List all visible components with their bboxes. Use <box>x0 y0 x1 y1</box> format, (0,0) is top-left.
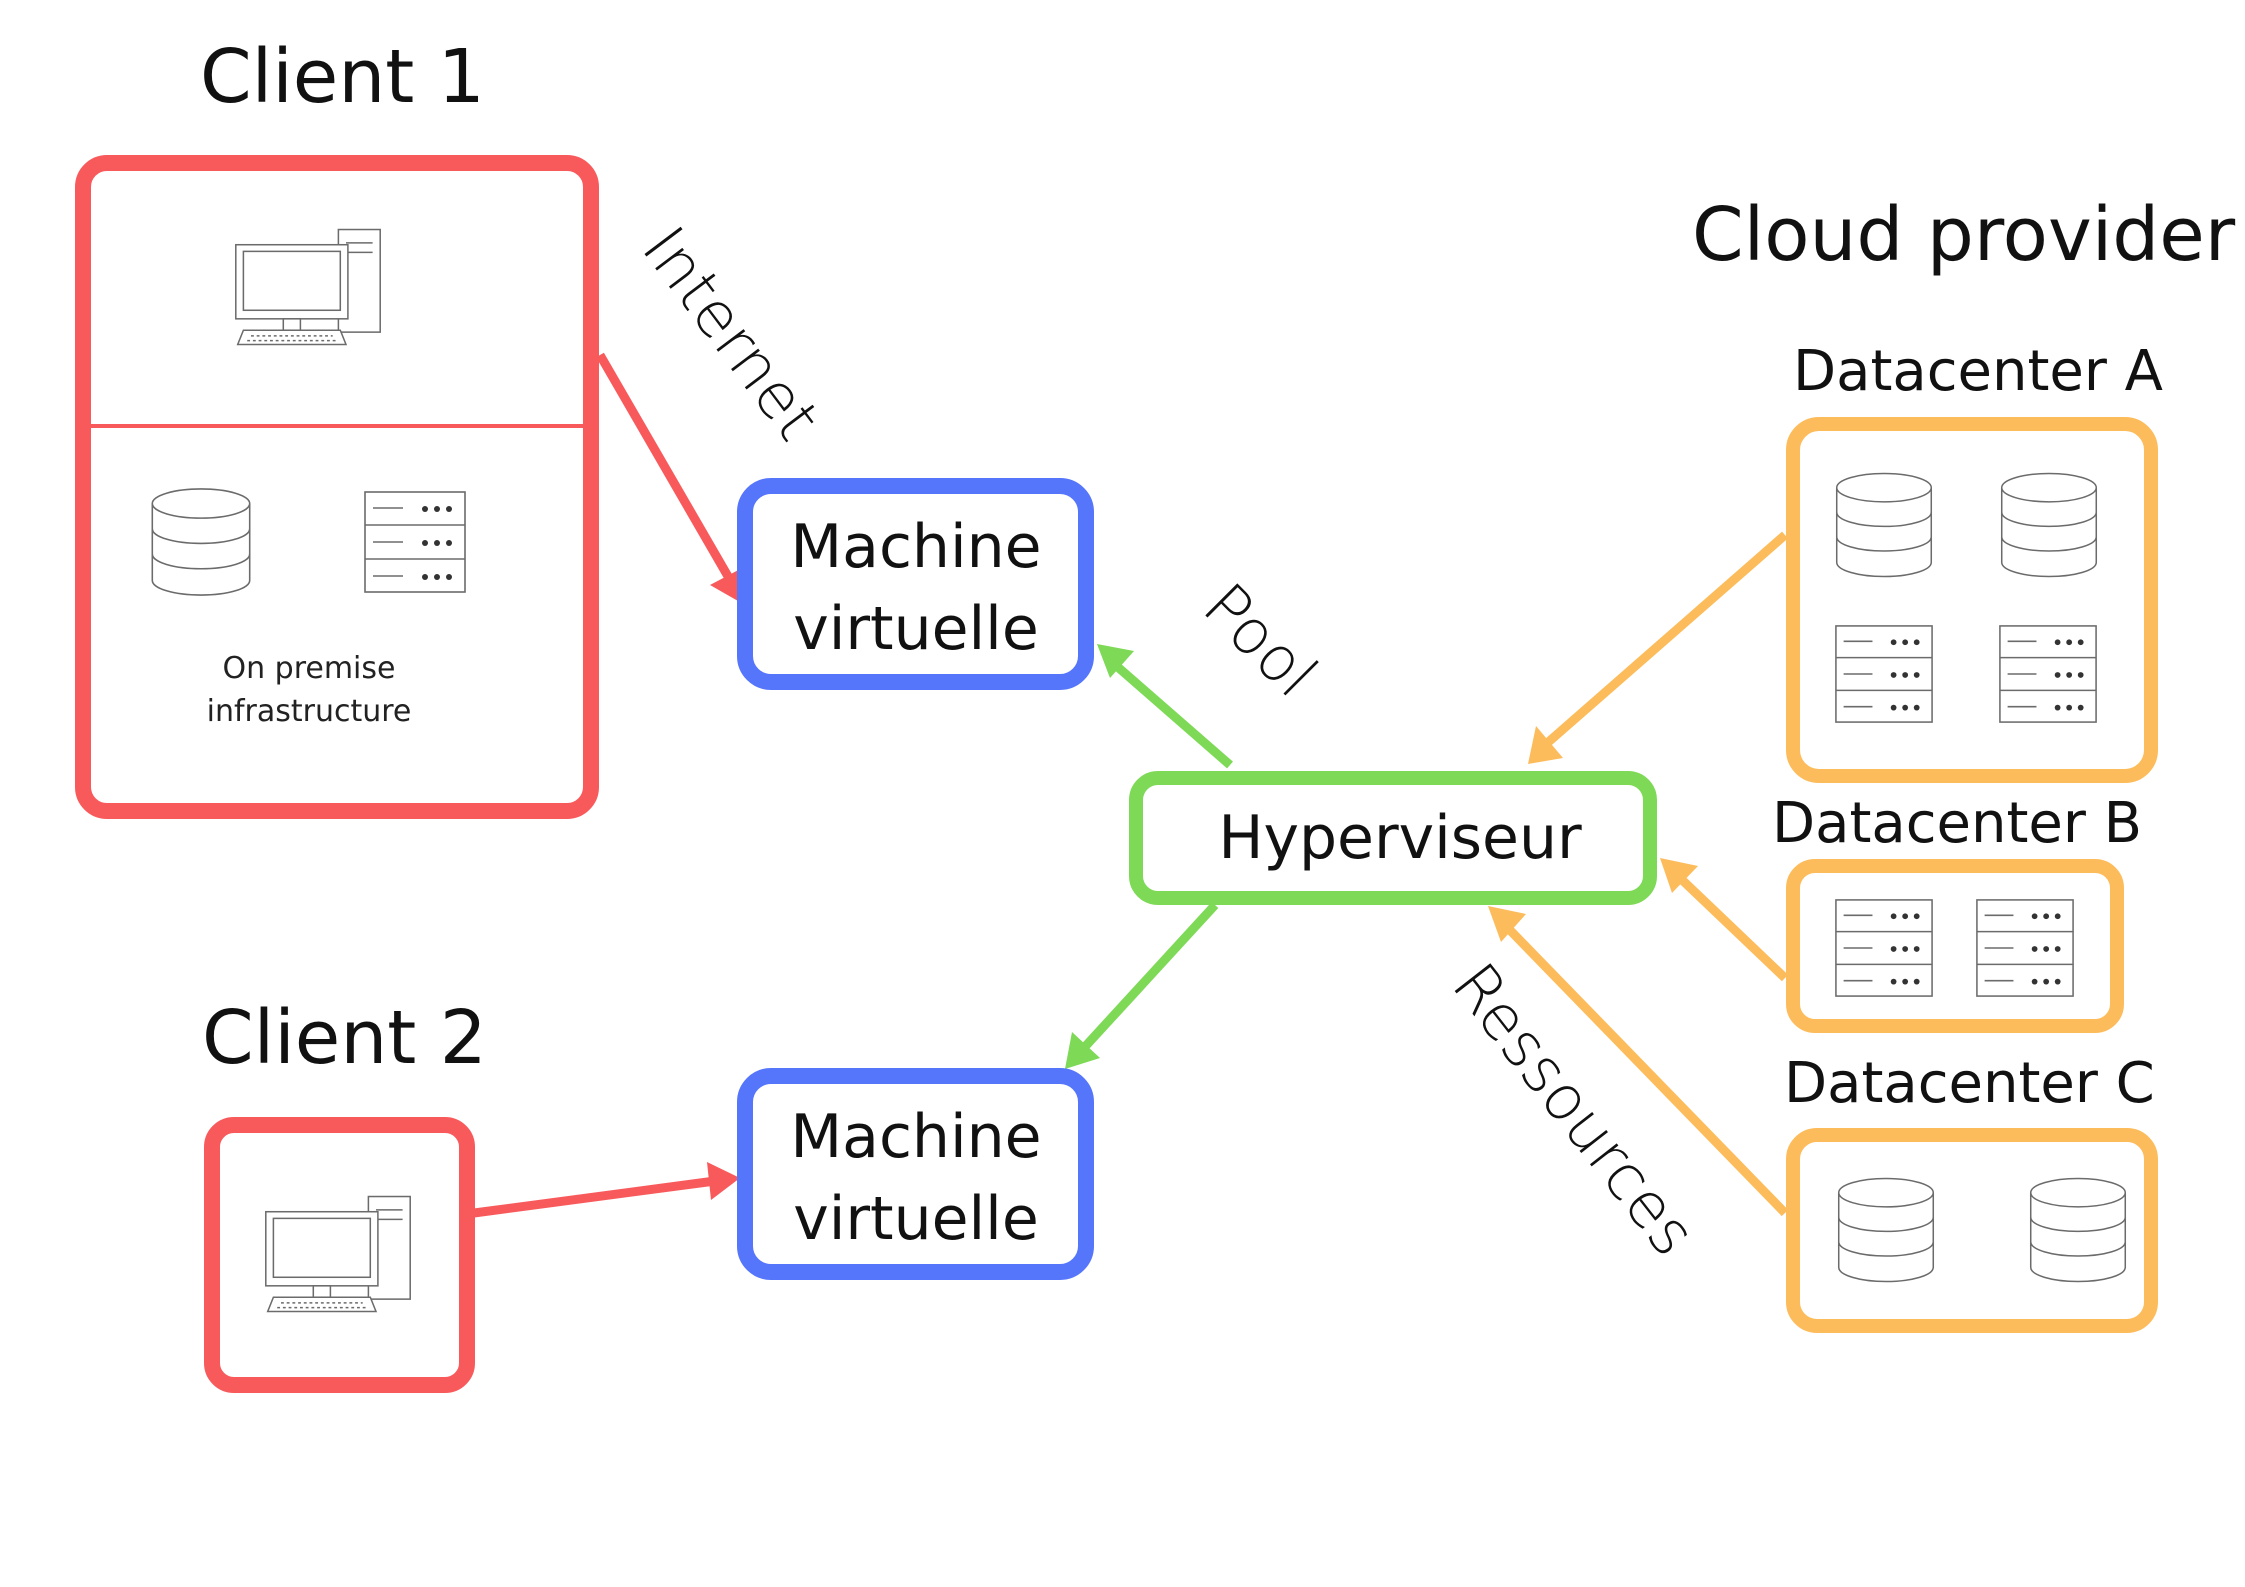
arrow-datacenter-b-to-hypervisor <box>1660 858 1789 982</box>
vm-top-label-line1: Machine <box>790 512 1041 582</box>
client2-title: Client 2 <box>202 995 487 1081</box>
edge-label-pool: Pool <box>1189 569 1331 711</box>
edge-label-internet: Internet <box>628 213 834 454</box>
database-icon <box>151 488 251 596</box>
arrow-internet-client1-to-vm <box>596 352 745 605</box>
hypervisor-box: Hyperviseur <box>1129 771 1657 905</box>
vm-bottom-label-line1: Machine <box>790 1102 1041 1172</box>
vm-top-label-line2: virtuelle <box>793 594 1039 664</box>
arrow-hypervisor-to-vm-bottom <box>1065 901 1219 1069</box>
server-rack-icon <box>364 491 466 593</box>
server-rack-icon <box>1835 899 1933 997</box>
database-icon <box>1837 1177 1935 1283</box>
vm-top-box: Machine virtuelle <box>737 478 1094 690</box>
server-rack-icon <box>1835 625 1933 723</box>
datacenter-a-box <box>1786 417 2158 783</box>
database-icon <box>2000 472 2098 578</box>
arrow-datacenter-a-to-hypervisor <box>1528 531 1788 764</box>
client1-box <box>75 155 599 819</box>
client1-infra-label-line1: On premise <box>223 651 396 686</box>
vm-bottom-box: Machine virtuelle <box>737 1068 1094 1280</box>
datacenter-c-title: Datacenter C <box>1784 1051 2155 1116</box>
cloud-provider-title: Cloud provider <box>1692 192 2236 278</box>
arrow-ressources-datacenter-c-to-hypervisor <box>1488 906 1789 1217</box>
arrow-pool-hypervisor-to-vm-top <box>1097 644 1233 769</box>
hypervisor-label: Hyperviseur <box>1218 803 1582 873</box>
arrow-client2-to-vm <box>473 1162 740 1218</box>
database-icon <box>2029 1177 2127 1283</box>
server-rack-icon <box>1976 899 2074 997</box>
client1-title: Client 1 <box>200 34 485 120</box>
datacenter-b-title: Datacenter B <box>1772 791 2142 856</box>
vm-bottom-label-line2: virtuelle <box>793 1184 1039 1254</box>
server-rack-icon <box>1999 625 2097 723</box>
database-icon <box>1835 472 1933 578</box>
client1-infra-label-line2: infrastructure <box>207 694 412 729</box>
datacenter-a-title: Datacenter A <box>1793 339 2163 404</box>
